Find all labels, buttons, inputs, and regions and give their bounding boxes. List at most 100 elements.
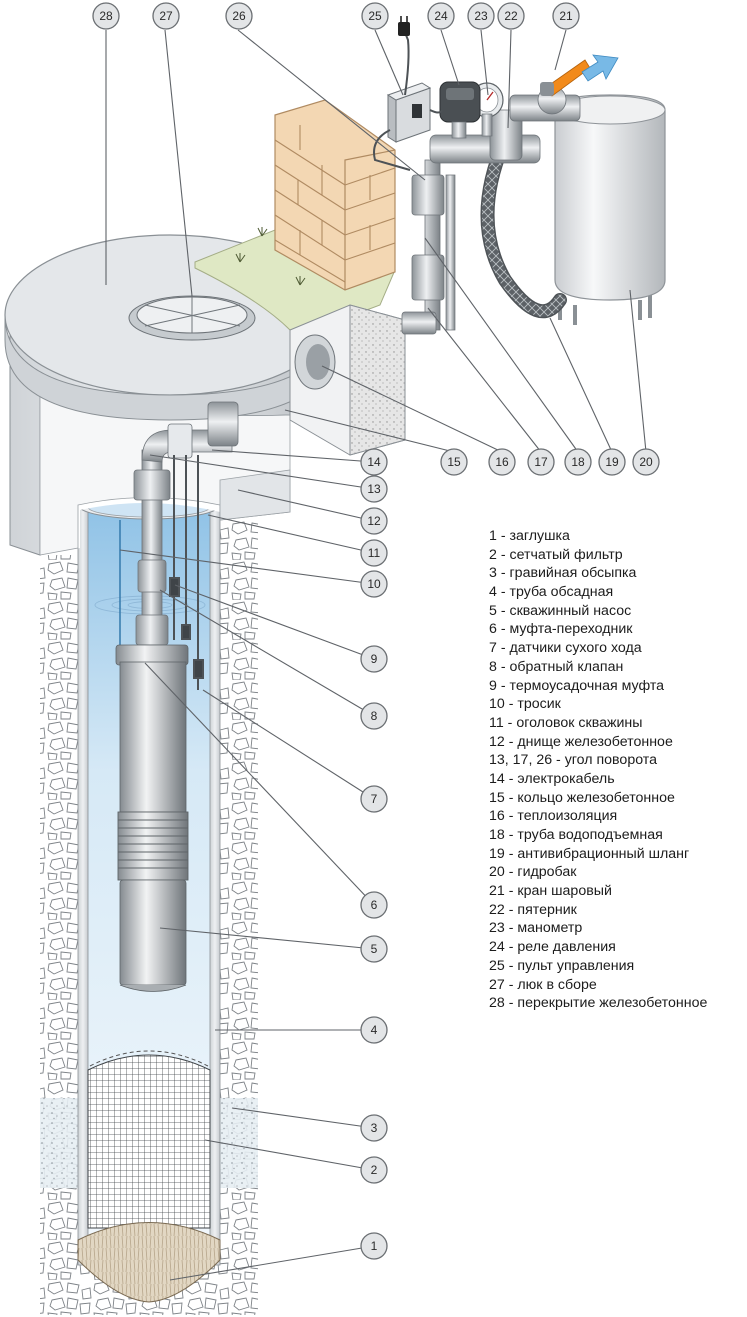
legend-item: 28 - перекрытие железобетонное — [489, 995, 708, 1012]
svg-text:10: 10 — [367, 577, 381, 591]
svg-text:26: 26 — [232, 9, 246, 23]
callout-26: 26 — [225, 2, 253, 30]
callout-1: 1 — [360, 1232, 388, 1260]
callout-28: 28 — [92, 2, 120, 30]
callout-5: 5 — [360, 935, 388, 963]
legend-item: 2 - сетчатый фильтр — [489, 546, 623, 563]
callout-23: 23 — [467, 2, 495, 30]
callout-3: 3 — [360, 1114, 388, 1142]
legend-item: 8 - обратный клапан — [489, 658, 624, 675]
svg-text:16: 16 — [495, 455, 509, 469]
legend-item: 4 - труба обсадная — [489, 584, 614, 601]
callout-24: 24 — [427, 2, 455, 30]
legend-item: 23 - манометр — [489, 920, 583, 937]
callout-6: 6 — [360, 891, 388, 919]
svg-text:23: 23 — [474, 9, 488, 23]
legend-item: 20 - гидробак — [489, 864, 577, 881]
supply-pipe-horizontal — [401, 159, 456, 335]
svg-text:7: 7 — [371, 792, 378, 806]
legend-item: 5 - скважинный насос — [489, 602, 632, 619]
callout-27: 27 — [152, 2, 180, 30]
callout-17: 17 — [527, 448, 555, 476]
svg-text:12: 12 — [367, 514, 381, 528]
svg-text:24: 24 — [434, 9, 448, 23]
legend-item: 21 - кран шаровый — [489, 883, 612, 900]
legend-item: 22 - пятерник — [489, 901, 577, 918]
svg-text:28: 28 — [99, 9, 113, 23]
leader-lines — [105, 29, 647, 1281]
legend-item: 10 - тросик — [489, 696, 561, 713]
svg-text:13: 13 — [367, 482, 381, 496]
callout-25: 25 — [361, 2, 389, 30]
flow-arrow — [581, 54, 619, 82]
callout-18: 18 — [564, 448, 592, 476]
foundation-block — [289, 304, 406, 456]
svg-text:15: 15 — [447, 455, 461, 469]
callout-11: 11 — [360, 539, 388, 567]
svg-text:22: 22 — [504, 9, 518, 23]
svg-text:20: 20 — [639, 455, 653, 469]
callout-16: 16 — [488, 448, 516, 476]
svg-text:1: 1 — [371, 1239, 378, 1253]
pressure-tank — [554, 94, 666, 325]
callout-9: 9 — [360, 645, 388, 673]
legend-item: 15 - кольцо железобетонное — [489, 789, 675, 806]
svg-text:5: 5 — [371, 942, 378, 956]
parts-legend: 1 - заглушка 2 - сетчатый фильтр 3 - гра… — [489, 527, 707, 1013]
legend-item: 6 - муфта-переходник — [489, 621, 633, 638]
callout-8: 8 — [360, 702, 388, 730]
legend-item: 27 - люк в сборе — [489, 976, 597, 993]
svg-text:9: 9 — [371, 652, 378, 666]
gravel-soil — [40, 520, 258, 1315]
legend-item: 24 - реле давления — [489, 939, 616, 956]
callout-7: 7 — [360, 785, 388, 813]
legend-item: 13, 17, 26 - угол поворота — [489, 752, 658, 769]
svg-text:6: 6 — [371, 898, 378, 912]
callout-2: 2 — [360, 1156, 388, 1184]
hatch-assembly — [128, 295, 256, 341]
svg-text:4: 4 — [371, 1023, 378, 1037]
legend-item: 19 - антивибрационный шланг — [489, 845, 690, 862]
callout-20: 20 — [632, 448, 660, 476]
legend-item: 18 - труба водоподъемная — [489, 827, 663, 843]
submersible-pump — [115, 644, 189, 992]
svg-text:27: 27 — [159, 9, 173, 23]
svg-text:19: 19 — [605, 455, 619, 469]
pressure-switch — [439, 81, 481, 139]
ball-valve — [540, 59, 591, 97]
legend-item: 11 - оголовок скважины — [489, 714, 643, 731]
legend-item: 16 - теплоизоляция — [489, 808, 618, 825]
callout-15: 15 — [440, 448, 468, 476]
control-box — [373, 16, 443, 171]
svg-text:18: 18 — [571, 455, 585, 469]
legend-item: 1 - заглушка — [489, 528, 570, 544]
legend-item: 25 - пульт управления — [489, 957, 635, 974]
callout-12: 12 — [360, 507, 388, 535]
svg-text:17: 17 — [534, 455, 548, 469]
callout-14: 14 — [360, 448, 388, 476]
callout-19: 19 — [598, 448, 626, 476]
well-riser-pipe — [133, 401, 239, 646]
legend-item: 9 - термоусадочная муфта — [489, 677, 665, 694]
legend-item: 14 - электрокабель — [489, 770, 615, 787]
legend-item: 3 - гравийная обсыпка — [489, 565, 637, 582]
callout-13: 13 — [360, 475, 388, 503]
callout-10: 10 — [360, 570, 388, 598]
callout-22: 22 — [497, 2, 525, 30]
svg-text:8: 8 — [371, 709, 378, 723]
callout-21: 21 — [552, 2, 580, 30]
legend-item: 12 - днище железобетонное — [489, 733, 673, 750]
svg-text:11: 11 — [368, 546, 381, 560]
bottom-plug — [77, 1222, 221, 1303]
callout-4: 4 — [360, 1016, 388, 1044]
brick-wall — [274, 99, 396, 291]
anti-vibration-hose — [480, 133, 567, 319]
legend-item: 7 - датчики сухого хода — [489, 640, 642, 657]
svg-text:25: 25 — [368, 9, 382, 23]
svg-text:2: 2 — [371, 1163, 378, 1177]
mesh-filter — [87, 1050, 211, 1229]
svg-text:3: 3 — [371, 1121, 378, 1135]
svg-text:14: 14 — [367, 455, 381, 469]
